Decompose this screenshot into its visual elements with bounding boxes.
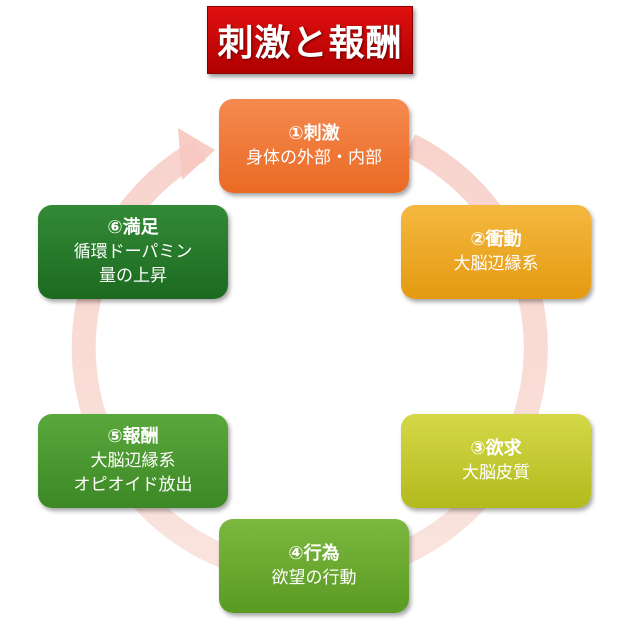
step-heading: ⑥満足 bbox=[107, 217, 159, 238]
step-line: 大脳辺縁系 bbox=[453, 254, 539, 274]
step-heading: ③欲求 bbox=[470, 438, 522, 459]
step-desire: ③欲求 大脳皮質 bbox=[401, 414, 591, 508]
step-heading: ①刺激 bbox=[288, 123, 340, 144]
step-line: 欲望の行動 bbox=[271, 568, 357, 588]
step-line: オピオイド放出 bbox=[73, 475, 193, 495]
diagram-title: 刺激と報酬 bbox=[207, 6, 413, 74]
step-line: 身体の外部・内部 bbox=[246, 148, 382, 168]
step-stimulus: ①刺激 身体の外部・内部 bbox=[219, 99, 409, 193]
step-heading: ④行為 bbox=[288, 543, 340, 564]
step-line: 循環ドーパミン bbox=[73, 242, 193, 262]
step-heading: ⑤報酬 bbox=[107, 426, 159, 447]
step-action: ④行為 欲望の行動 bbox=[219, 519, 409, 613]
step-satisfaction: ⑥満足 循環ドーパミン 量の上昇 bbox=[38, 205, 228, 299]
step-line: 量の上昇 bbox=[99, 266, 167, 286]
step-reward: ⑤報酬 大脳辺縁系 オピオイド放出 bbox=[38, 414, 228, 508]
step-heading: ②衝動 bbox=[470, 229, 522, 250]
step-line: 大脳辺縁系 bbox=[90, 451, 176, 471]
step-impulse: ②衝動 大脳辺縁系 bbox=[401, 205, 591, 299]
step-line: 大脳皮質 bbox=[462, 463, 530, 483]
